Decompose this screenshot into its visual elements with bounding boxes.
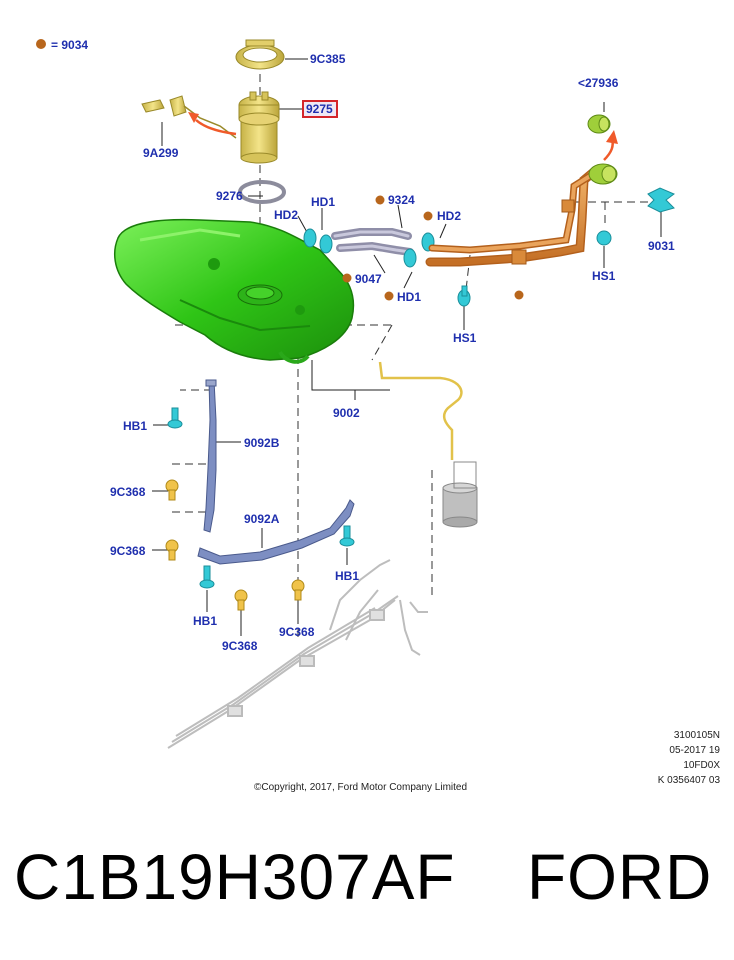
evap-canister [442,461,478,528]
label-hb1-top: HB1 [123,419,147,433]
vapor-line [378,361,463,460]
label-9092a: 9092A [244,512,280,526]
fuel-pump-module [238,91,280,164]
label-hd1-bottom: HD1 [397,290,421,304]
legend-dots-diagram [342,195,524,301]
parts-diagram: = 9034 [36,38,675,749]
vent-valve [647,187,675,213]
label-9092b: 9092B [244,436,280,450]
copyright-notice: ©Copyright, 2017, Ford Motor Company Lim… [254,782,468,793]
label-27936: <27936 [578,76,619,90]
label-hb1-bottom: HB1 [193,614,217,628]
legend-dot [36,39,46,49]
fuel-tank [113,218,355,364]
label-9275[interactable]: 9275 [306,102,333,116]
label-hd2-left: HD2 [274,208,298,222]
label-9324: 9324 [388,193,415,207]
label-9047: 9047 [355,272,382,286]
label-9276: 9276 [216,189,243,203]
lock-ring [235,39,285,70]
filler-pipe [425,165,601,267]
label-9c368-b: 9C368 [110,544,146,558]
9c368-bolts [165,479,305,611]
cap-arrow-head-icon [606,130,618,144]
label-9c385: 9C385 [310,52,346,66]
label-9c368-c: 9C368 [279,625,315,639]
illustration-metadata: 3100105N 05-2017 19 10FD0X K 0356407 03 [658,728,720,788]
label-9c368-a: 9C368 [110,485,146,499]
label-9002: 9002 [333,406,360,420]
hs1-clips [457,230,612,307]
hose-clamps [303,228,435,268]
strap-9092b [203,379,217,533]
purple-hoses [331,228,414,256]
label-9a299: 9A299 [143,146,179,160]
label-9c368-d: 9C368 [222,639,258,653]
label-hd2-right: HD2 [437,209,461,223]
legend-label: = 9034 [51,38,88,52]
label-hs1-right: HS1 [592,269,616,283]
filler-neck [588,163,618,185]
label-hd1-top: HD1 [311,195,335,209]
fuel-level-sender [141,95,237,139]
label-9031: 9031 [648,239,675,253]
strap-9092a [197,499,355,565]
part-number: C1B19H307AF [14,841,456,913]
meta-line-1: 3100105N [673,730,720,741]
brand-name: FORD [527,841,713,913]
brake-lines-outline [167,559,428,749]
meta-line-4: K 0356407 03 [657,775,720,786]
label-hs1-mid: HS1 [453,331,477,345]
pump-seal [238,180,286,204]
meta-line-3: 10FD0X [683,760,720,771]
highlight-box [302,100,338,118]
hb1-bolts [167,285,468,589]
label-hb1-right: HB1 [335,569,359,583]
fuel-cap [587,114,611,134]
meta-line-2: 05-2017 19 [669,745,720,756]
